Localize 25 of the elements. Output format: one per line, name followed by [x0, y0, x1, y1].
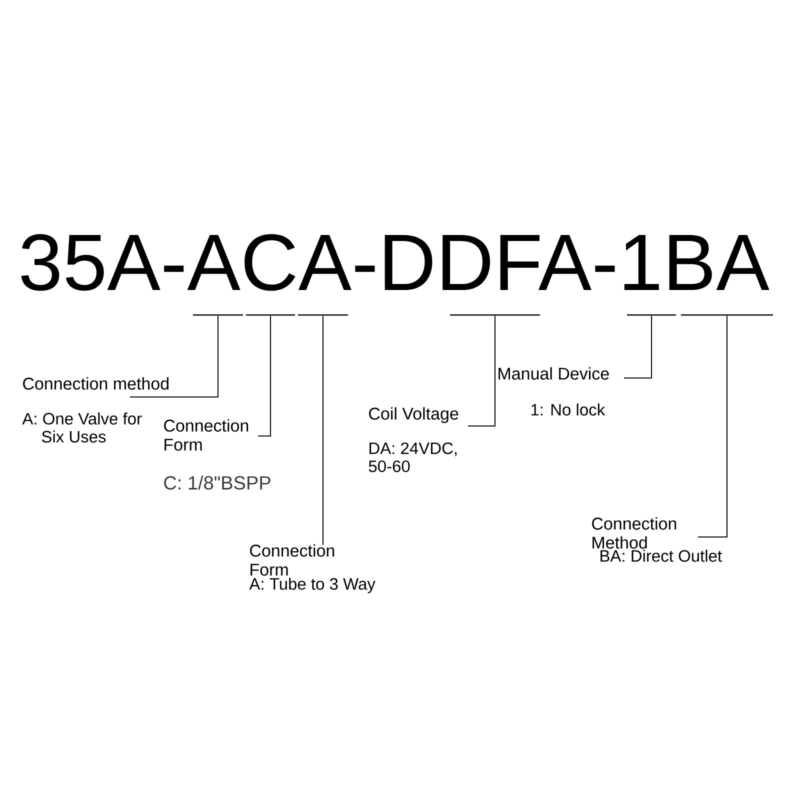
- underline-bar: [246, 314, 295, 316]
- leader-line: [130, 315, 218, 398]
- label-heading: Connection method: [23, 377, 168, 390]
- option-text: A: One Valve for Six Uses: [22, 412, 142, 443]
- leader-line: [322, 315, 324, 546]
- label-heading: Connection Form: [250, 544, 334, 576]
- leader-line: [624, 315, 652, 378]
- option-text: DA: 24VDC, 50-60: [368, 442, 457, 472]
- option-text: 1: No lock: [531, 403, 606, 416]
- underline-bar: [627, 314, 676, 316]
- underline-bar: [193, 314, 243, 316]
- option-text: BA: Direct Outlet: [600, 550, 722, 562]
- option-text: A: Tube to 3 Way: [249, 578, 376, 594]
- leader-line: [468, 315, 496, 426]
- underline-bar: [298, 314, 348, 316]
- underline-bar: [450, 314, 540, 316]
- underline-bar: [681, 314, 773, 316]
- label-heading: Connection Method: [592, 517, 676, 549]
- label-heading: Manual Device: [498, 367, 609, 380]
- model-code: 35A-ACA-DDFA-1BA: [21, 234, 770, 291]
- leader-line: [698, 315, 728, 538]
- leader-line: [258, 315, 271, 436]
- label-heading: Connection Form: [164, 419, 248, 451]
- label-heading: Coil Voltage: [369, 407, 458, 424]
- option-text: C: 1/8"BSPP: [164, 476, 270, 490]
